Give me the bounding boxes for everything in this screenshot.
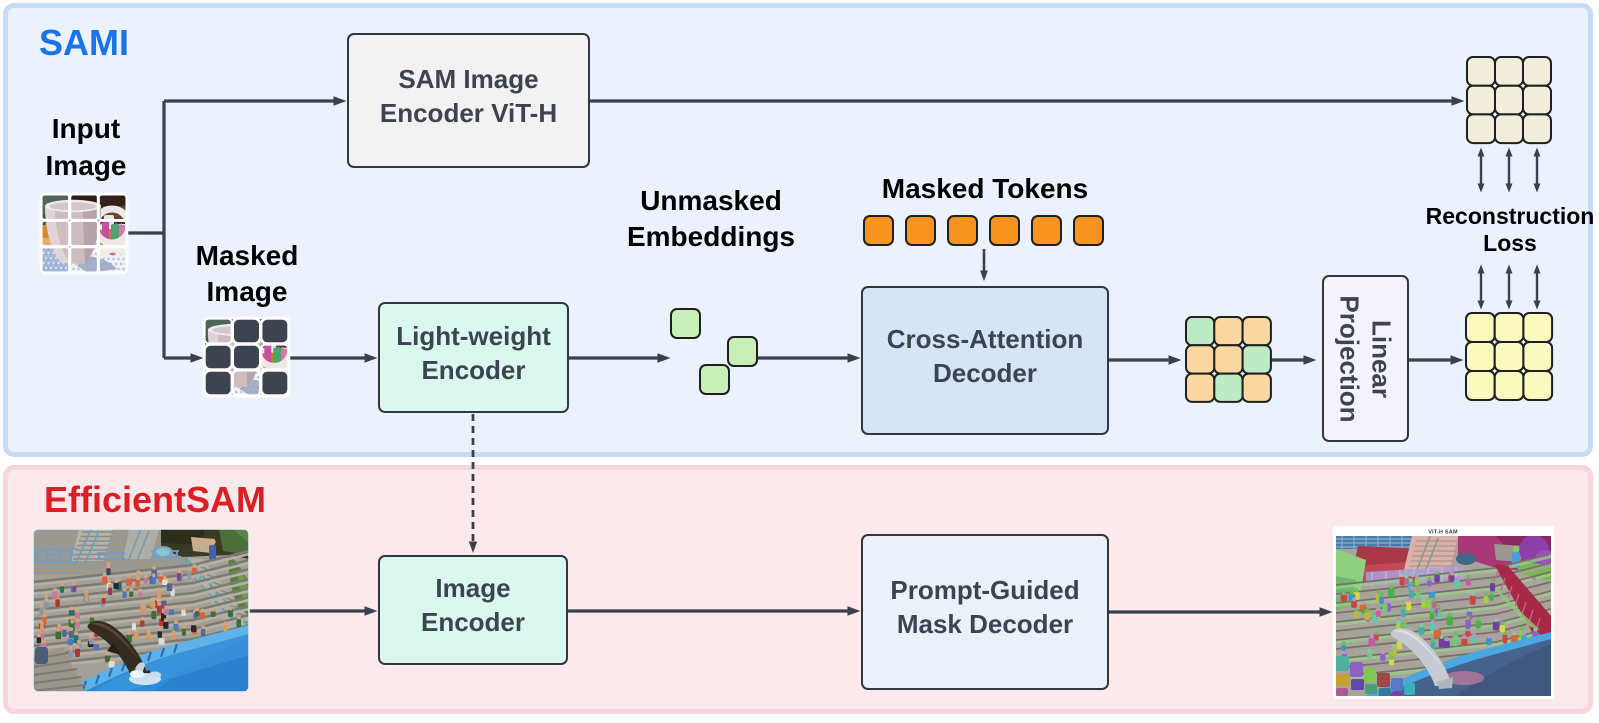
- svg-text:ViT-H SAM: ViT-H SAM: [1428, 530, 1458, 536]
